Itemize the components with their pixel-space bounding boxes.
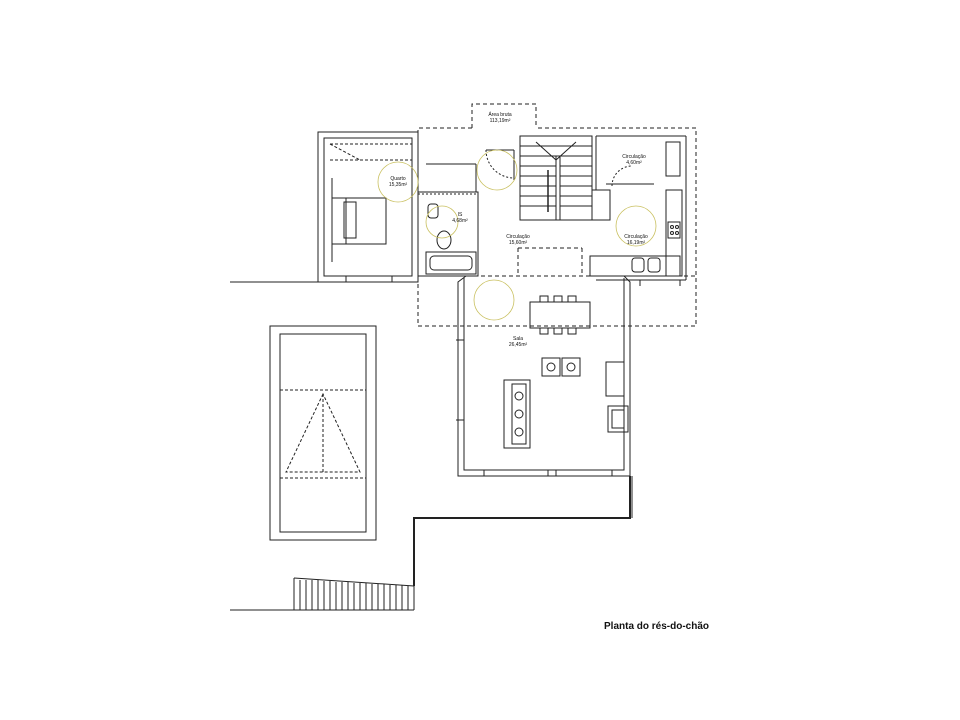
label-circulacao-ne: Circulação 4,60m² [612, 154, 656, 166]
room-name: Sala [512, 336, 523, 342]
room-name: Circulação [622, 154, 646, 160]
room-area: 26,45m² [508, 342, 528, 348]
drawing-title: Planta do rés-do-chão [604, 621, 710, 632]
room-name: IS [457, 212, 463, 218]
swimming-pool [269, 325, 377, 541]
room-area: 15,60m² [508, 240, 528, 246]
exterior-stair [299, 580, 409, 610]
bed-furniture [331, 178, 387, 262]
room-area: 4,60m² [626, 160, 642, 166]
label-circulacao-e: Circulação 16,19m² [614, 234, 658, 246]
room-area: 4,68m² [452, 218, 468, 224]
bathroom-walls [417, 160, 479, 277]
room-name: Circulação [506, 234, 530, 240]
wardrobe [329, 143, 412, 161]
door-swings [485, 149, 633, 187]
bedroom-walls [230, 131, 419, 283]
room-area: 113,19m² [489, 118, 511, 124]
room-area: 15,35m² [388, 182, 408, 188]
living-furniture [503, 357, 581, 449]
room-name: Quarto [390, 176, 406, 182]
label-wc: IS 4,68m² [446, 212, 474, 224]
room-name: Circulação [624, 234, 648, 240]
room-area: 16,19m² [626, 240, 646, 246]
label-circulacao-central: Circulação 15,60m² [496, 234, 540, 246]
living-room-walls [456, 275, 631, 477]
label-area-bruta: Área bruta 113,19m² [470, 112, 530, 124]
kitchen-walls [589, 135, 687, 286]
dining-table [529, 295, 591, 335]
label-sala: Sala 26,45m² [500, 336, 536, 348]
room-name: Área bruta [488, 112, 512, 118]
label-quarto: Quarto 15,35m² [380, 176, 416, 188]
staircase [519, 135, 611, 221]
terrace-wall [230, 476, 633, 611]
turning-circles [377, 149, 657, 321]
